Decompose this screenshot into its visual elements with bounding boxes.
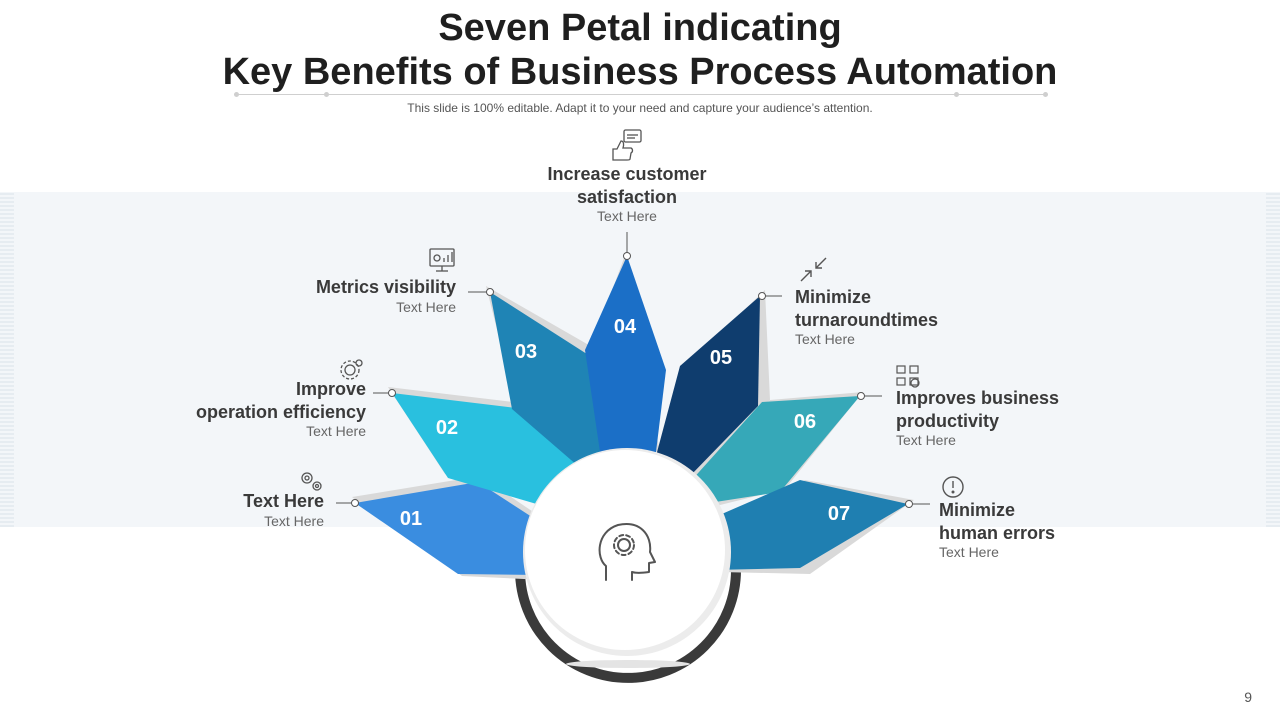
petal-03-text: Text Here [396, 299, 456, 315]
petal-07 [708, 480, 908, 570]
page-number: 9 [1244, 689, 1252, 705]
thumbs-up-chat-icon [612, 129, 642, 161]
petal-03 [490, 292, 608, 466]
petal-01-text: Text Here [264, 513, 324, 529]
petal-04-text: Text Here [597, 208, 657, 224]
petal-07-title-line1: Minimize [939, 500, 1016, 520]
gear-person-icon [340, 359, 363, 380]
petal-number-05: 05 [710, 347, 732, 369]
petal-06-title-line2: productivity [896, 411, 1000, 431]
petal-07-text: Text Here [939, 544, 999, 560]
slide-title-line1: Seven Petal indicating [438, 7, 842, 49]
petal-06 [690, 396, 860, 505]
petal-01-title: Text Here [243, 491, 324, 511]
minimize-arrows-icon [800, 257, 827, 282]
petal-04-title-line1: Increase customer [547, 164, 707, 184]
title-divider [234, 92, 1048, 97]
petal-06-title-line1: Improves business [896, 388, 1060, 408]
slide-subtitle: This slide is 100% editable. Adapt it to… [407, 101, 873, 115]
petal-number-06: 06 [794, 411, 816, 433]
gears-icon [301, 472, 322, 491]
petal-number-01: 01 [400, 508, 422, 530]
petal-04-title-line2: satisfaction [576, 187, 678, 207]
petal-04 [585, 256, 666, 452]
petal-number-04: 04 [614, 316, 637, 338]
petal-05-title-line2: turnaroundtimes [795, 310, 939, 330]
petal-number-03: 03 [515, 341, 537, 363]
workflow-icon [896, 365, 920, 388]
petal-07-title-line2: human errors [939, 523, 1056, 543]
alert-circle-icon [942, 476, 964, 498]
petal-05-text: Text Here [795, 331, 855, 347]
head-gear-icon [598, 523, 656, 581]
petal-number-02: 02 [436, 417, 458, 439]
petal-06-text: Text Here [896, 432, 956, 448]
base-arc [515, 569, 741, 683]
petal-number-07: 07 [828, 503, 850, 525]
slide-title-line2: Key Benefits of Business Process Automat… [222, 51, 1058, 93]
petal-05 [656, 296, 760, 476]
monitor-chart-icon [429, 248, 455, 272]
petal-02-title-line2: operation efficiency [195, 402, 366, 422]
petal-03-title: Metrics visibility [315, 277, 456, 297]
petal-02-title-line1: Improve [295, 379, 366, 399]
petal-05-title-line1: Minimize [795, 287, 872, 307]
petal-02-text: Text Here [306, 423, 366, 439]
petal-01 [355, 482, 555, 575]
